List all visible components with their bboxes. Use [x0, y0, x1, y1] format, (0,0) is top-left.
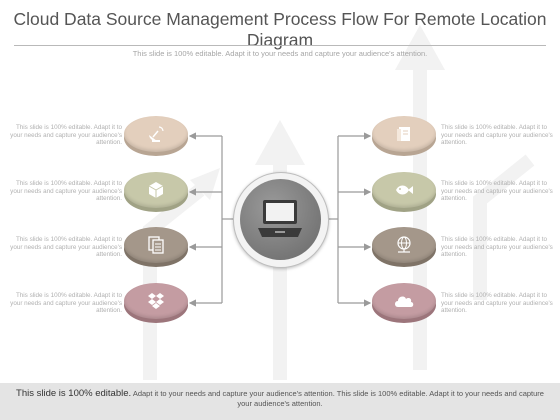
right-node-1 [372, 116, 436, 156]
left-node-1-text: This slide is 100% editable. Adapt it to… [10, 124, 122, 147]
satellite-dish-icon [149, 126, 164, 142]
right-node-3 [372, 227, 436, 267]
left-node-4-text: This slide is 100% editable. Adapt it to… [10, 292, 122, 315]
left-node-4 [124, 283, 188, 323]
left-node-3-text: This slide is 100% editable. Adapt it to… [10, 236, 122, 259]
globe-network-icon [397, 236, 411, 253]
left-node-1 [124, 116, 188, 156]
cube-icon [148, 182, 164, 198]
left-node-2 [124, 172, 188, 212]
dropbox-icon [148, 293, 164, 309]
footer-lead: This slide is 100% editable. [16, 388, 132, 399]
right-node-2 [372, 172, 436, 212]
title-divider [14, 45, 546, 46]
left-node-2-text: This slide is 100% editable. Adapt it to… [10, 180, 122, 203]
right-node-4-text: This slide is 100% editable. Adapt it to… [441, 292, 553, 315]
laptop-icon [258, 200, 302, 237]
footer-text: This slide is 100% editable. Adapt it to… [10, 389, 550, 409]
document-box-icon [397, 127, 410, 141]
right-node-3-text: This slide is 100% editable. Adapt it to… [441, 236, 553, 259]
right-node-1-text: This slide is 100% editable. Adapt it to… [441, 124, 553, 147]
right-node-4 [372, 283, 436, 323]
footer-bar: This slide is 100% editable. Adapt it to… [0, 383, 560, 420]
cloud-icon [395, 296, 414, 307]
footer-rest: Adapt it to your needs and capture your … [132, 389, 544, 408]
right-node-2-text: This slide is 100% editable. Adapt it to… [441, 180, 553, 203]
subtitle: This slide is 100% editable. Adapt it to… [132, 49, 428, 58]
documents-icon [148, 236, 164, 254]
left-node-3 [124, 227, 188, 267]
fish-icon [396, 185, 413, 195]
